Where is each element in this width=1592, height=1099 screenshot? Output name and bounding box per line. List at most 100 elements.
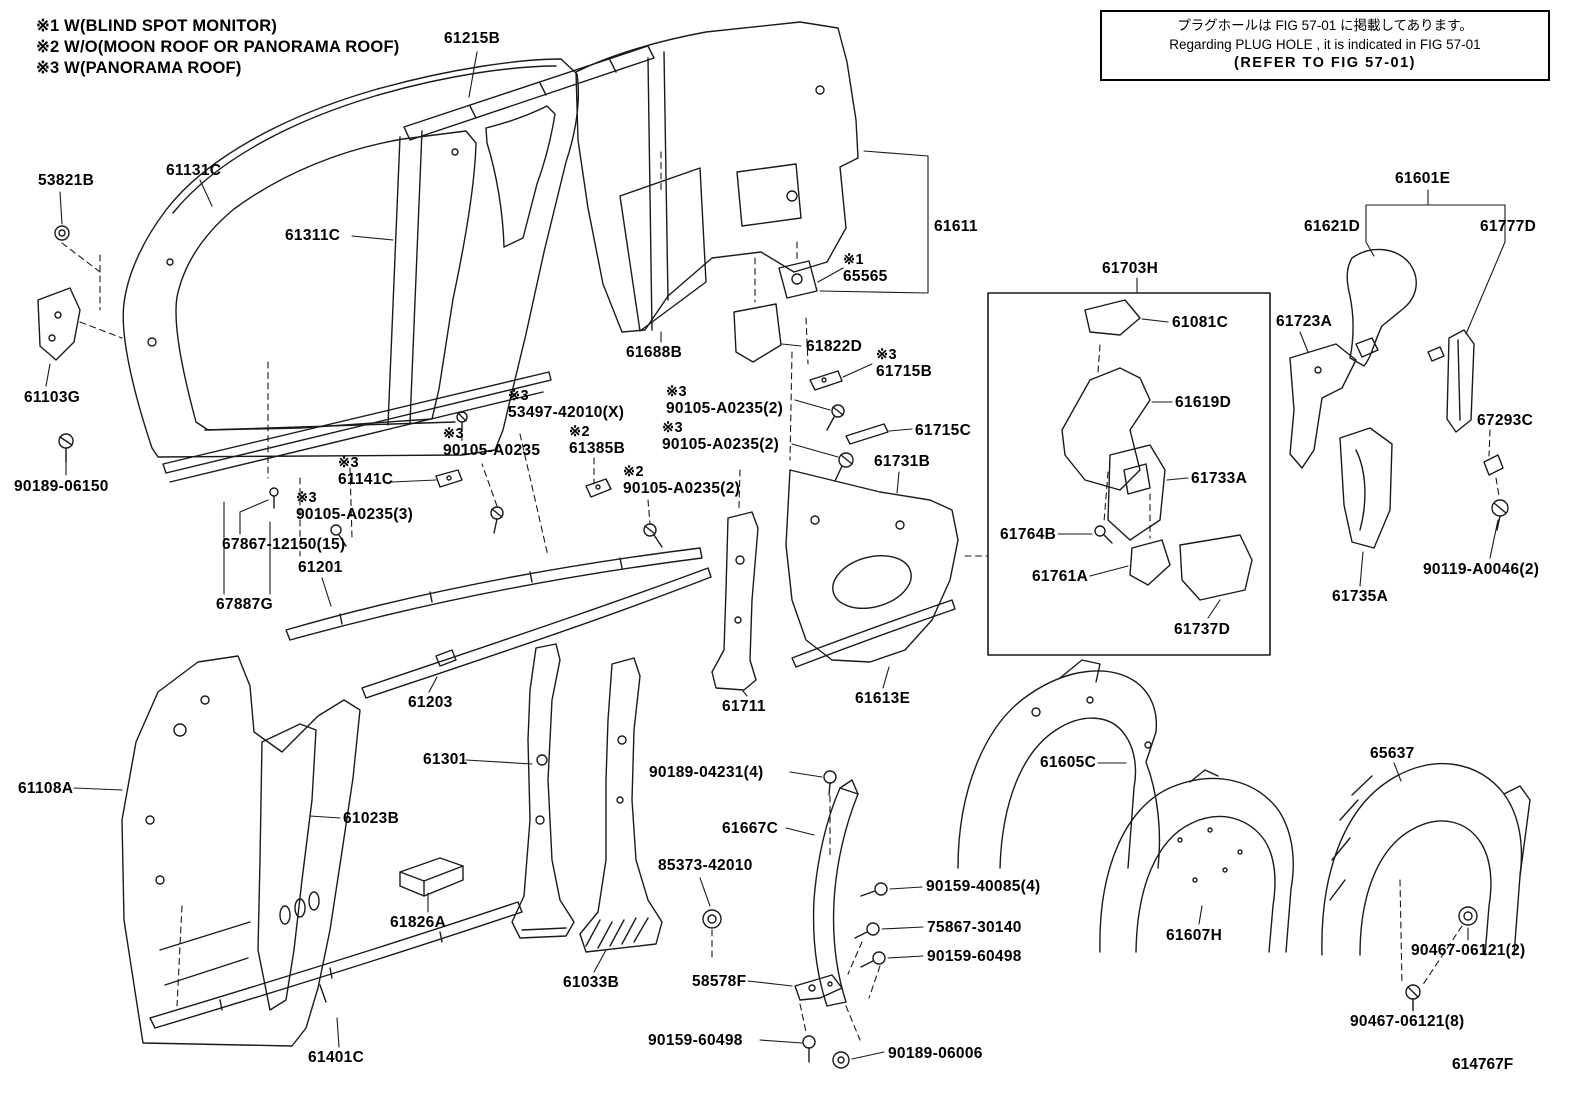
part-label-61715C: 61715C (915, 422, 972, 440)
part-label-67867-1215015: 67867-12150(15) (222, 536, 346, 554)
part-label-61023B: 61023B (343, 810, 399, 828)
part-label-61601E: 61601E (1395, 170, 1450, 188)
part-number-text: 61203 (408, 694, 453, 711)
part-number-text: 67867-12150(15) (222, 536, 346, 553)
part-number-text: 90159-60498 (927, 948, 1022, 965)
part-number-text: 61822D (806, 338, 863, 355)
part-number-text: 61733A (1191, 470, 1248, 487)
part-label-61667C: 61667C (722, 820, 779, 838)
part-label-61613E: 61613E (855, 690, 911, 708)
part-number-text: 61826A (390, 914, 447, 931)
part-label-90119-A00462: 90119-A0046(2) (1423, 561, 1540, 579)
part-quarter-pillar-trim-rail (1290, 344, 1392, 548)
part-uniside-aperture-panel (123, 59, 578, 457)
part-number-text: 61385B (569, 439, 626, 457)
part-roof-side-inner-rear (1347, 249, 1474, 432)
leader-lines (46, 52, 1505, 1059)
part-label-85373-42010: 85373-42010 (658, 857, 753, 875)
part-roof-side-rail-inner (286, 548, 702, 640)
part-number-text: 61607H (1166, 927, 1223, 944)
part-roof-side-rail-inner-2 (362, 568, 711, 698)
part-quarter-panel-inner (576, 22, 858, 332)
part-label-prefix: ※3 (662, 420, 683, 436)
part-number-text: 61667C (722, 820, 779, 837)
part-label-61723A: 61723A (1276, 313, 1332, 331)
part-spacer-box (400, 858, 463, 896)
part-label-prefix: ※3 (876, 347, 897, 363)
part-label-prefix: ※3 (296, 490, 317, 506)
figure-code: 614767F (1452, 1056, 1514, 1073)
part-roof-sheet-2 (734, 304, 781, 362)
part-number-text: 90119-A0046(2) (1423, 561, 1540, 578)
part-quarter-wheelhouse-inner (786, 470, 958, 662)
part-label-61761A: 61761A (1032, 568, 1089, 586)
part-center-pillar-outer-lower (580, 658, 662, 952)
part-number-text: 90159-40085(4) (926, 878, 1041, 895)
part-center-pillar-inner (512, 644, 574, 938)
part-number-text: 61141C (338, 470, 394, 488)
part-number-text: 61715B (876, 362, 933, 380)
part-label-75867-30140: 75867-30140 (927, 919, 1022, 937)
part-number-text: 61711 (722, 698, 766, 715)
part-label-61033B: 61033B (563, 974, 619, 992)
part-number-text: 61201 (298, 559, 343, 576)
legend-notes: ※1 W(BLIND SPOT MONITOR) ※2 W/O(MOON ROO… (36, 16, 399, 79)
part-label-61822D: 61822D (806, 338, 863, 356)
part-number-text: 90467-06121(2) (1411, 942, 1526, 959)
part-label-58578F: 58578F (692, 973, 747, 991)
part-label-90189-06150: 90189-06150 (14, 478, 109, 496)
part-number-text: 61764B (1000, 526, 1057, 543)
part-number-text: 90105-A0235 (443, 441, 541, 459)
part-label-61737D: 61737D (1174, 621, 1230, 639)
part-number-text: 58578F (692, 973, 747, 990)
part-roof-rail-clip (810, 371, 842, 390)
part-label-61733A: 61733A (1191, 470, 1248, 488)
part-number-text: 53821B (38, 172, 95, 189)
part-label-prefix: ※2 (569, 424, 590, 440)
part-number-text: 61108A (18, 780, 74, 797)
part-number-text: 61777D (1480, 218, 1537, 235)
part-number-text: 61311C (285, 227, 341, 244)
part-label-61731B: 61731B (874, 453, 931, 471)
part-number-text: 61605C (1040, 754, 1097, 771)
part-number-text: 90105-A0235(2) (623, 479, 741, 497)
part-label-61711: 61711 (722, 698, 766, 716)
clip-icon (1484, 455, 1503, 475)
part-label-61108A: 61108A (18, 780, 74, 798)
part-number-text: 61715C (915, 422, 972, 439)
part-number-text: 61401C (308, 1049, 365, 1066)
part-label-prefix: ※3 (666, 384, 687, 400)
clip-icon (436, 470, 611, 497)
part-number-text: 61731B (874, 453, 931, 470)
grommet-icon (55, 226, 69, 240)
part-number-text: 90189-06006 (888, 1045, 983, 1062)
part-number-text: 90159-60498 (648, 1032, 743, 1049)
part-label-prefix: ※3 (443, 426, 464, 442)
dashed-lines (62, 152, 1499, 1040)
part-fender-liner (1322, 764, 1530, 955)
part-lower-bracket (795, 975, 842, 1000)
part-label-65637: 65637 (1370, 745, 1415, 763)
part-roof-rail-rod (846, 424, 888, 444)
part-quarter-pillar-reinforcement (814, 780, 858, 1006)
part-label-67293C: 67293C (1477, 412, 1533, 430)
part-number-text: 61703H (1102, 260, 1159, 277)
note-line-3: ※3 W(PANORAMA ROOF) (36, 59, 242, 77)
part-body-side-inner-front (122, 656, 360, 1046)
part-number-text: 61761A (1032, 568, 1089, 585)
part-number-text: 90189-04231(4) (649, 764, 764, 781)
part-label-61301: 61301 (423, 751, 468, 769)
bolt-icon (827, 405, 853, 481)
part-label-prefix: ※2 (623, 464, 644, 480)
part-number-text: 61613E (855, 690, 911, 707)
part-wheelhouse-outer (958, 660, 1160, 868)
part-label-67887G: 67887G (216, 596, 273, 614)
